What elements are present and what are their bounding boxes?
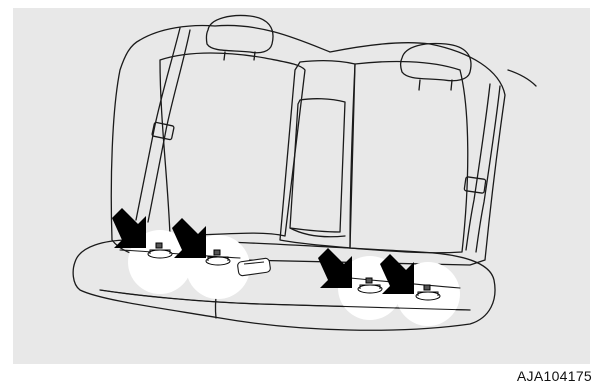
arrow-icon [112, 208, 146, 248]
center-armrest-inner [290, 99, 345, 232]
right-seat-belt [466, 84, 490, 250]
left-headrest [206, 16, 273, 53]
figure-code-label: AJA104175 [517, 368, 592, 384]
center-armrest-recess [280, 61, 355, 248]
arrow-icon [318, 248, 352, 288]
seat-back-right-panel [350, 62, 468, 253]
right-headrest-post [419, 80, 452, 90]
right-belt-loop [508, 70, 536, 86]
